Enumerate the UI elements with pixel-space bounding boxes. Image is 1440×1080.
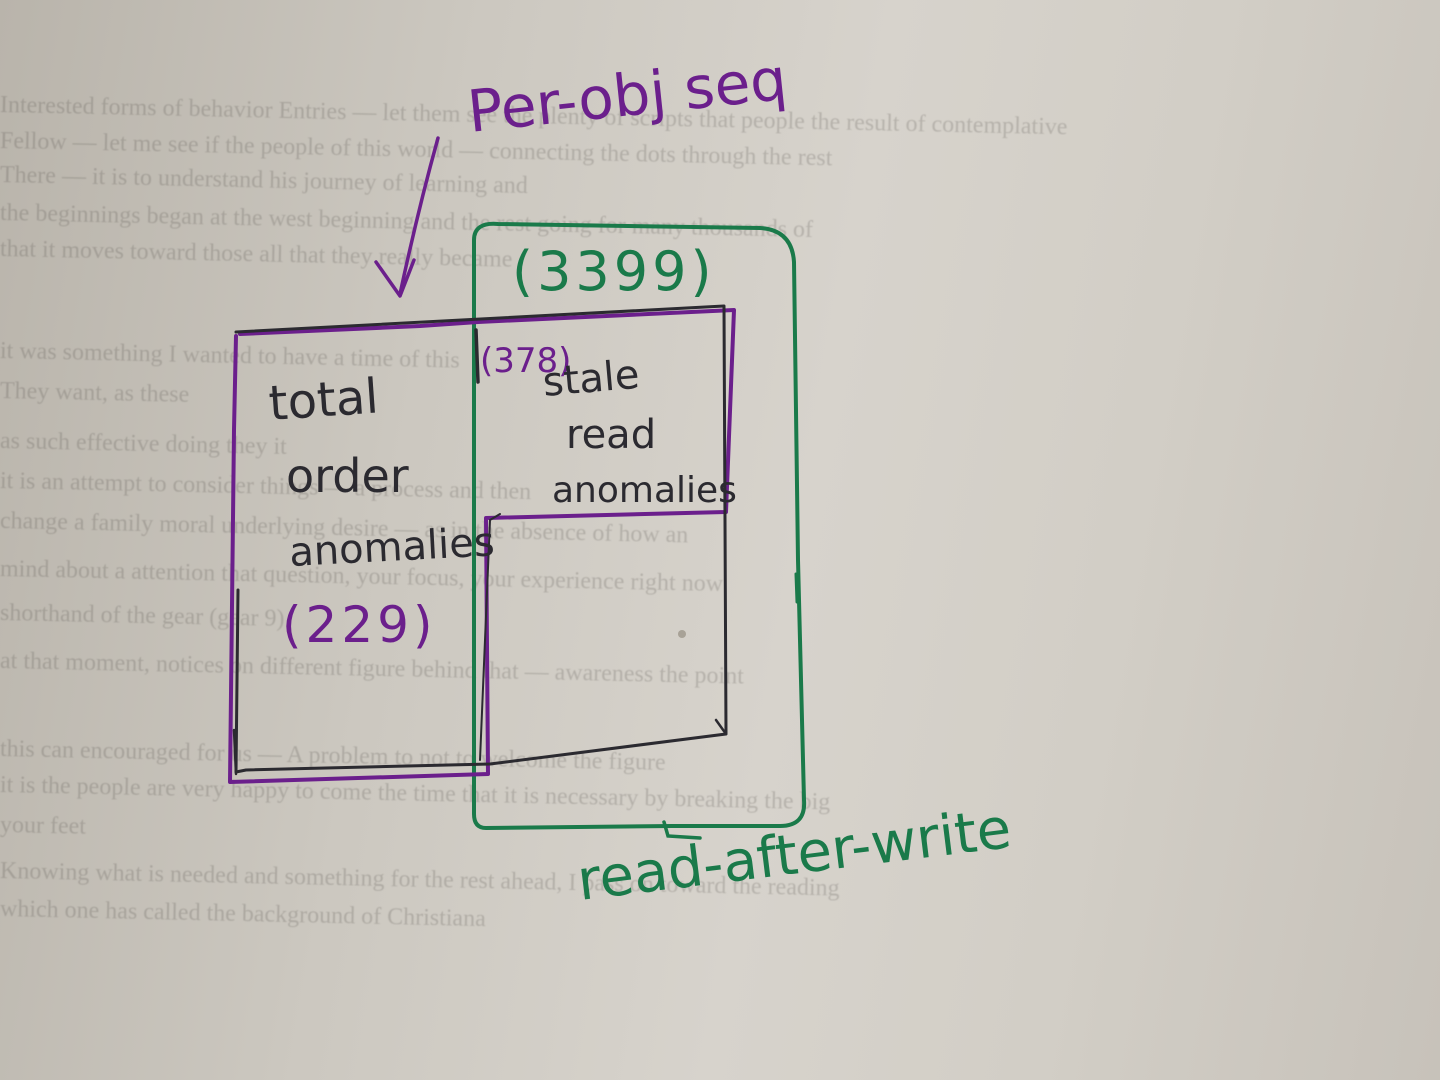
total-order-outline-shadow [479,513,501,761]
per-obj-seq-label: Per-obj seq [464,45,790,146]
read-after-write-label: read-after-write [574,796,1015,914]
total-order-label-line1: total [267,368,380,432]
stale-read-label-line2: read [566,412,656,458]
read-after-write-set-outline [472,221,807,830]
paper-spot [678,630,686,638]
total-order-label-line3: anomalies [288,519,496,576]
per-obj-seq-arrow [398,136,440,296]
read-after-write-set-tail [662,820,702,840]
per-obj-seq-set-outline [228,308,736,784]
stale-read-label-line3: anomalies [552,470,737,511]
total-order-inner-left-edge [474,328,480,384]
arrow-head-icon [374,258,416,298]
read-after-write-set-mark [794,572,799,604]
total-order-corner-tick [232,718,728,776]
read-after-write-count: (3399) [512,240,716,303]
total-order-count: (229) [282,596,436,654]
stale-read-label-line1: stale [541,352,641,406]
total-order-label-line2: order [286,449,409,503]
stale-read-count: (378) [480,341,571,381]
